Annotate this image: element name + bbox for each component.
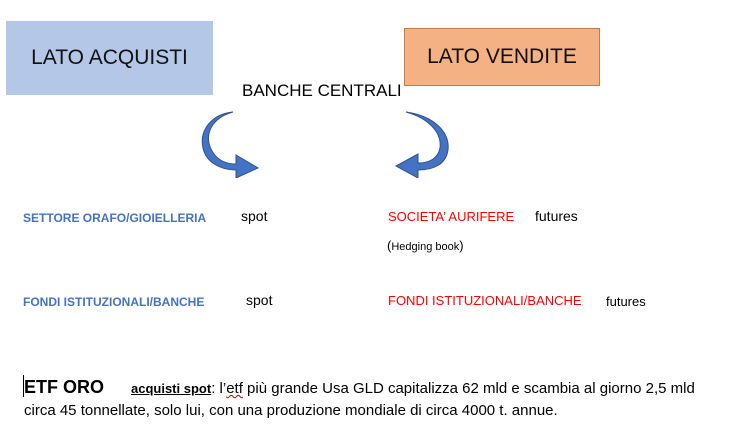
etf-title: ETF ORO xyxy=(24,377,104,397)
etf-line1: acquisti spot: l’etf più grande Usa GLD … xyxy=(131,380,695,397)
hedging-text: Hedging book xyxy=(391,241,460,253)
buy-side-title: LATO ACQUISTI xyxy=(31,46,188,69)
buy-row2-label: FONDI ISTITUZIONALI/BANCHE xyxy=(23,295,205,309)
sell-side-title: LATO VENDITE xyxy=(427,45,577,68)
text-cursor xyxy=(23,375,24,397)
sell-side-box: LATO VENDITE xyxy=(404,28,600,86)
etf-spot-label: acquisti spot xyxy=(131,381,212,396)
buy-side-box: LATO ACQUISTI xyxy=(6,21,213,95)
etf-line1-text: più grande Usa GLD capitalizza 62 mld e … xyxy=(242,380,695,397)
etf-colon: : xyxy=(211,380,216,397)
buy-row1-label: SETTORE ORAFO/GIOIELLERIA xyxy=(23,211,207,225)
sell-row1-type: futures xyxy=(535,208,578,224)
etf-line1-prefix: l’ xyxy=(215,380,227,397)
hedging-open-paren: ( xyxy=(387,238,392,253)
buy-row2-type: spot xyxy=(246,292,273,308)
curved-arrow-right-icon xyxy=(394,111,449,178)
central-banks-label: BANCHE CENTRALI xyxy=(242,81,402,100)
curved-arrow-left-icon xyxy=(201,111,260,178)
sell-row2-label: FONDI ISTITUZIONALI/BANCHE xyxy=(388,293,582,308)
sell-row1-label: SOCIETA’ AURIFERE xyxy=(388,209,515,224)
hedging-note: (Hedging book) xyxy=(387,238,464,253)
etf-word: etf xyxy=(226,380,243,397)
etf-line2: circa 45 tonnellate, solo lui, con una p… xyxy=(24,402,558,419)
sell-row2-type: futures xyxy=(606,294,646,309)
hedging-close-paren: ) xyxy=(459,238,464,253)
buy-row1-type: spot xyxy=(241,208,268,224)
